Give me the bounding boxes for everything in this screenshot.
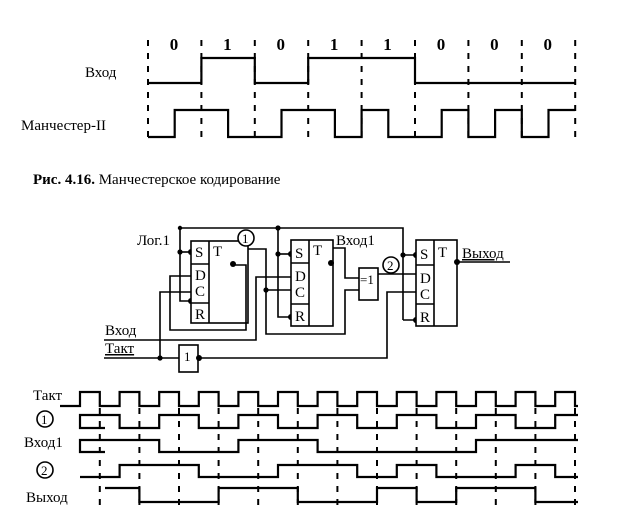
ff1-pin-t: T (213, 244, 222, 260)
output-waveform (105, 486, 578, 504)
clock-ff1-wire (159, 291, 191, 358)
ff2-pin-d: D (295, 269, 306, 285)
ff3-pin-c: C (420, 287, 430, 303)
output-dot (454, 259, 460, 265)
ff2-pin-c: C (295, 285, 305, 301)
node1-waveform (78, 413, 578, 430)
clock-terminal-label: Такт (105, 341, 135, 357)
log1-rail (180, 227, 404, 320)
input1-label: Вход1 (336, 233, 375, 249)
figure-caption: Рис. 4.16. Манчестерское кодирование (33, 172, 281, 188)
ff3-pin-r: R (420, 310, 430, 326)
ff3-pin-d: D (420, 271, 431, 287)
bit-label: 0 (277, 35, 286, 54)
timing-label-output: Выход (26, 490, 68, 506)
flip-flop-1 (190, 240, 249, 324)
xor-gate (358, 267, 379, 301)
bit-labels: 0 1 0 1 1 0 0 0 (170, 35, 552, 54)
flip-flop-2 (290, 239, 334, 327)
bit-label: 0 (544, 35, 553, 54)
input1-wire (333, 247, 359, 279)
ff1-q-wire (248, 248, 291, 291)
ff1-pin-c: C (195, 284, 205, 300)
ff1-pin-s: S (195, 245, 203, 261)
timing-label-input1: Вход1 (24, 435, 63, 451)
circuit-schematic: Лог.1 S D C R T 1 S D C R T Вход Вход1 (104, 225, 510, 373)
node2-marker-label: 2 (387, 258, 394, 273)
node1-marker (237, 229, 255, 247)
input-waveform (148, 56, 576, 85)
node1-marker-label: 1 (242, 231, 249, 246)
timing-node2-marker (36, 461, 54, 479)
inverted-output-dot (230, 261, 236, 267)
clock-waveform (60, 390, 578, 408)
node1-to-xor-wire (265, 289, 359, 335)
ff1-pin-d: D (195, 268, 206, 284)
manchester-label: Манчестер-II (21, 118, 106, 134)
input-wire (104, 276, 291, 341)
ff2-dividers (291, 240, 310, 326)
input1-waveform (78, 438, 578, 454)
caption-text: Манчестерское кодирование (95, 172, 281, 188)
ff2-pin-r: R (295, 309, 305, 325)
node2-marker (382, 256, 400, 274)
ff1-feedback-wire (169, 264, 247, 331)
caption-number: Рис. 4.16. (33, 172, 95, 188)
junction (177, 249, 183, 255)
log1-ff2-wire (277, 228, 291, 318)
junction (275, 225, 281, 231)
flip-flop-3 (415, 239, 458, 327)
ff3-pin-t: T (438, 245, 447, 261)
inverted-output-dot (328, 260, 334, 266)
ff3-sr-wires (403, 254, 416, 321)
inverter-gate-label: 1 (184, 349, 191, 364)
timing-label-clock: Такт (33, 388, 63, 404)
timing-dash-lines (98, 408, 576, 506)
ff2-pin-t: T (313, 243, 322, 259)
timing-label-node2: 2 (41, 463, 48, 478)
bit-label: 0 (437, 35, 446, 54)
bit-label: 1 (383, 35, 392, 54)
ff3-dividers (416, 240, 435, 326)
inverter-output-dot (196, 355, 202, 361)
ff2-pin-s: S (295, 246, 303, 262)
junction (400, 252, 406, 258)
xor-gate-label: =1 (360, 272, 374, 287)
input-terminal-label: Вход (105, 323, 137, 339)
bit-label: 1 (330, 35, 339, 54)
timing-node1-marker (36, 410, 54, 428)
log1-ff1-wire (179, 228, 191, 302)
node2-waveform (80, 463, 578, 479)
ff3-pin-s: S (420, 247, 428, 263)
bit-label: 0 (170, 35, 179, 54)
junction (275, 251, 281, 257)
bit-label: 1 (223, 35, 232, 54)
log1-label: Лог.1 (137, 233, 170, 249)
inverted-clock-wire (198, 291, 416, 359)
output-terminal-label: Выход (462, 246, 504, 262)
ff1-dividers (191, 241, 210, 323)
bit-label: 0 (490, 35, 499, 54)
input-label: Вход (85, 65, 117, 81)
ff1-pin-r: R (195, 307, 205, 323)
junction (177, 225, 183, 231)
timing-label-node1: 1 (41, 412, 48, 427)
manchester-waveform (148, 108, 576, 139)
